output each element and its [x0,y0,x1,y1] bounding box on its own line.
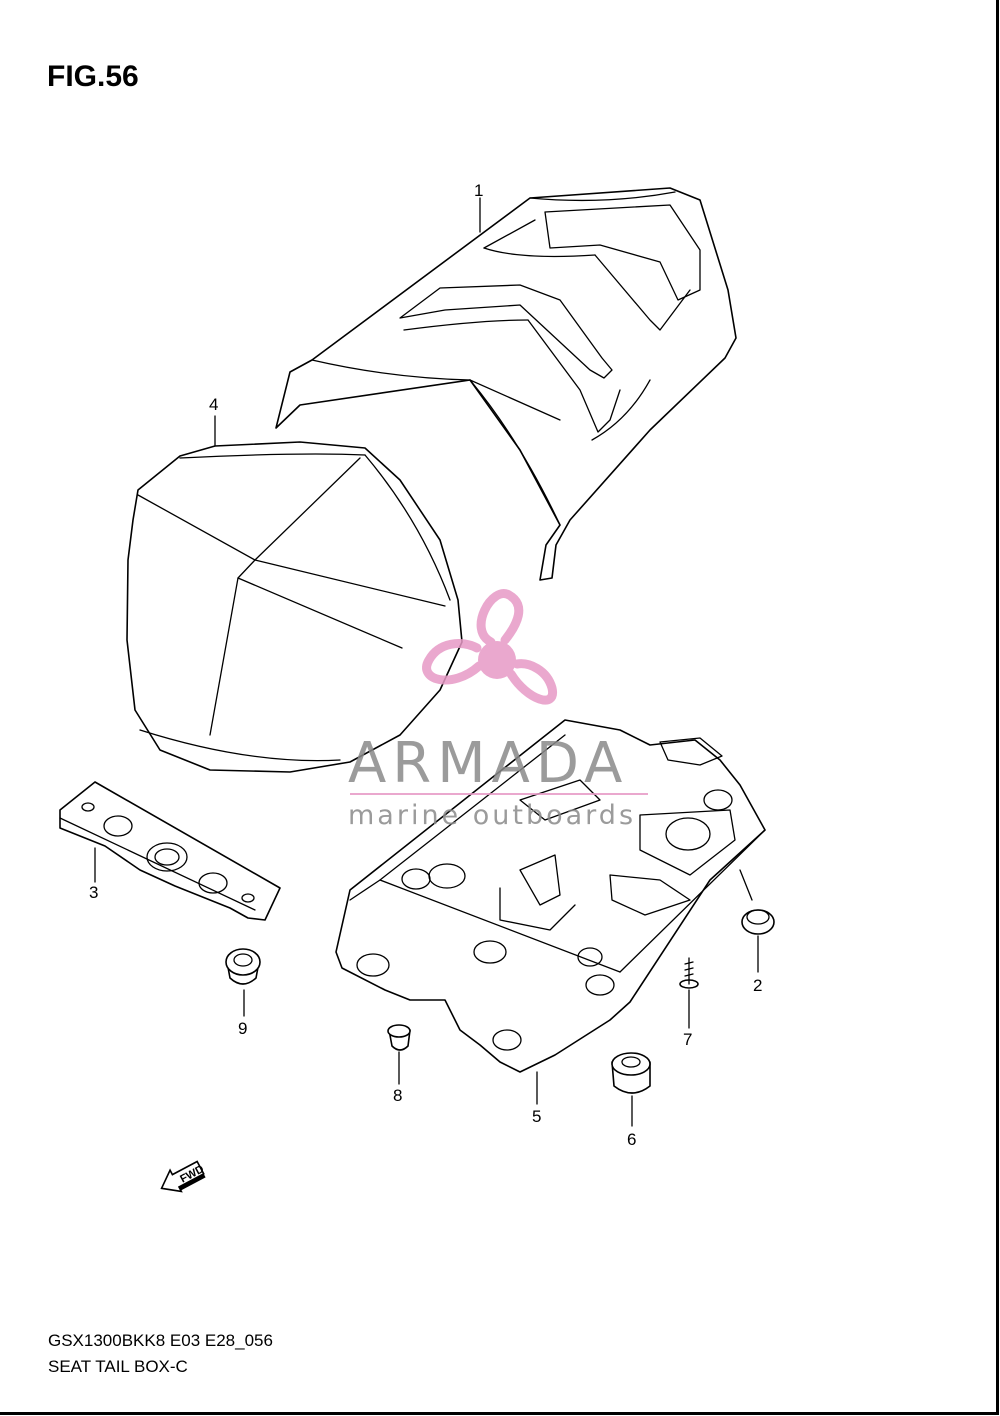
part-5-seat-base [335,719,766,1073]
part-9-cushion [225,948,261,985]
part-8-nut [387,1024,411,1051]
callout-4: 4 [209,395,218,414]
callout-3: 3 [89,883,98,902]
callout-5: 5 [532,1107,541,1126]
part-4-seat-pad [126,441,463,773]
callout-2: 2 [753,976,762,995]
callout-1: 1 [474,181,483,200]
part-3-bracket-plate [59,781,281,921]
propeller-logo-icon [422,589,557,705]
part-1-seat-tail-cover [275,187,737,581]
callout-8: 8 [393,1086,402,1105]
part-2-grommet [741,909,775,935]
fwd-arrow-icon: FWD [160,1160,206,1193]
armada-watermark: ARMADA marine outboards [348,589,648,831]
callout-9: 9 [238,1019,247,1038]
part-6-damper [611,1052,651,1094]
part-7-screw [679,957,699,989]
figure-title: FIG.56 [47,60,139,93]
section-name: SEAT TAIL BOX-C [48,1357,188,1376]
model-code: GSX1300BKK8 E03 E28_056 [48,1331,273,1350]
callout-6: 6 [627,1130,636,1149]
watermark-name: ARMADA [348,731,628,796]
leader-lines [94,197,759,1127]
watermark-tagline: marine outboards [348,800,636,831]
callout-7: 7 [683,1030,692,1049]
